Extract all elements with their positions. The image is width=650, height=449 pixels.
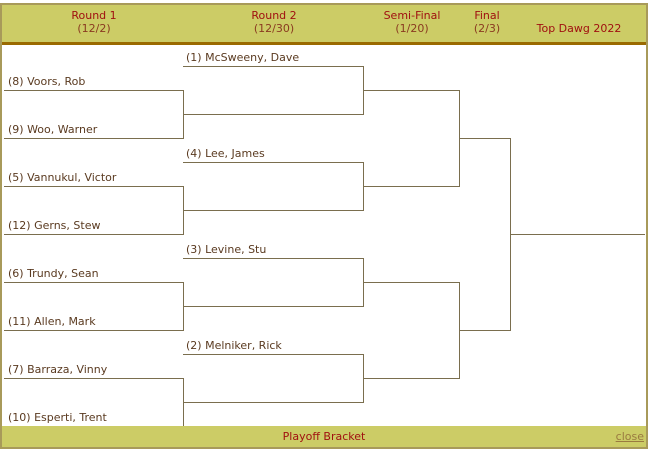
round1-slot-line bbox=[4, 234, 183, 235]
round1-slot: (12) Gerns, Stew bbox=[8, 219, 101, 232]
footer-title: Playoff Bracket bbox=[282, 430, 366, 443]
round2-date: (12/30) bbox=[253, 22, 295, 35]
round1-slot: (5) Vannukul, Victor bbox=[8, 171, 117, 184]
semifinal-title: Semi-Final bbox=[383, 9, 441, 22]
semifinal-slot-line bbox=[363, 282, 459, 283]
close-link[interactable]: close bbox=[615, 430, 644, 443]
semifinal-slot-line bbox=[363, 378, 459, 379]
bracket: (8) Voors, Rob (9) Woo, Warner (5) Vannuku… bbox=[2, 45, 646, 427]
champion-line bbox=[510, 234, 645, 235]
semifinal-date: (1/20) bbox=[395, 22, 429, 35]
round1-slot: (11) Allen, Mark bbox=[8, 315, 96, 328]
round1-slot-line bbox=[4, 186, 183, 187]
round1-slot-line bbox=[4, 378, 183, 379]
round1-header: Round 1(12/2) bbox=[44, 9, 144, 35]
champion-header: Top Dawg 2022 bbox=[524, 22, 634, 35]
playoff-bracket-dialog: Round 1(12/2) Round 2(12/30) Semi-Final(… bbox=[0, 3, 648, 449]
round2-slot-line bbox=[183, 66, 363, 67]
round2-slot-line bbox=[183, 402, 363, 403]
rounds-header: Round 1(12/2) Round 2(12/30) Semi-Final(… bbox=[2, 5, 646, 45]
semifinal-slot-line bbox=[363, 90, 459, 91]
final-date: (2/3) bbox=[473, 22, 501, 35]
round2-slot-line bbox=[183, 162, 363, 163]
round1-slot: (6) Trundy, Sean bbox=[8, 267, 99, 280]
round2-slot-line bbox=[183, 258, 363, 259]
round1-title: Round 1 bbox=[71, 9, 117, 22]
semifinal-slot-line bbox=[363, 186, 459, 187]
round2-title: Round 2 bbox=[251, 9, 297, 22]
round2-slot-line bbox=[183, 354, 363, 355]
semifinal-header: Semi-Final(1/20) bbox=[372, 9, 452, 35]
footer: Playoff Bracket close bbox=[2, 426, 646, 447]
round1-date: (12/2) bbox=[77, 22, 111, 35]
round2-slot: (3) Levine, Stu bbox=[186, 243, 267, 256]
final-slot-line bbox=[459, 330, 510, 331]
round2-header: Round 2(12/30) bbox=[224, 9, 324, 35]
round1-slot-line bbox=[4, 138, 183, 139]
round2-slot-line bbox=[183, 114, 363, 115]
final-header: Final(2/3) bbox=[462, 9, 512, 35]
final-title: Final bbox=[474, 9, 500, 22]
champion-title: Top Dawg 2022 bbox=[536, 22, 622, 35]
round2-slot: (2) Melniker, Rick bbox=[186, 339, 282, 352]
round1-slot-line bbox=[4, 282, 183, 283]
round1-slot: (10) Esperti, Trent bbox=[8, 411, 107, 424]
final-slot-line bbox=[459, 138, 510, 139]
round1-slot-line bbox=[4, 330, 183, 331]
round2-slot-line bbox=[183, 210, 363, 211]
round2-slot: (4) Lee, James bbox=[186, 147, 265, 160]
round2-slot-line bbox=[183, 306, 363, 307]
round2-slot: (1) McSweeny, Dave bbox=[186, 51, 300, 64]
round1-slot-line bbox=[4, 90, 183, 91]
round1-slot: (9) Woo, Warner bbox=[8, 123, 98, 136]
round1-slot: (7) Barraza, Vinny bbox=[8, 363, 108, 376]
round1-slot: (8) Voors, Rob bbox=[8, 75, 86, 88]
